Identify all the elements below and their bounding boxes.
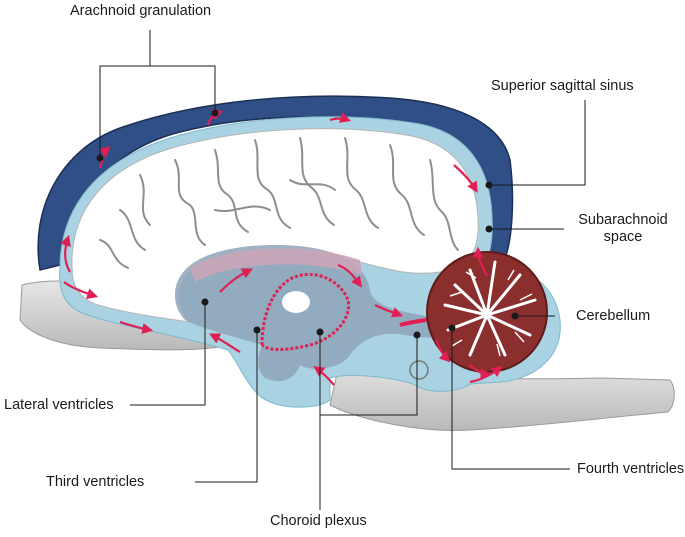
choroid-plexus-squiggle — [260, 272, 351, 351]
label-fourth-ventricles: Fourth ventricles — [577, 461, 685, 477]
label-subarachnoid-line2: space — [603, 229, 643, 245]
cerebrum — [71, 128, 479, 323]
leader-lines — [99, 30, 586, 510]
csf-flow-arrows — [60, 109, 503, 386]
label-subarachnoid-space: Subarachnoid space — [571, 212, 675, 246]
label-third-ventricles: Third ventricles — [46, 474, 145, 490]
pineal-outline — [409, 360, 429, 380]
label-choroid-plexus: Choroid plexus — [270, 513, 367, 529]
choroid-upper-band — [190, 248, 362, 282]
superior-sagittal-sinus-band — [37, 95, 514, 271]
interthalamic-adhesion — [282, 291, 310, 313]
label-lateral-ventricles: Lateral ventricles — [4, 397, 114, 413]
gyri-lines — [99, 137, 459, 269]
ventricle-system — [175, 245, 460, 382]
cerebellum-structure — [426, 251, 548, 373]
label-subarachnoid-line1: Subarachnoid — [578, 212, 668, 228]
label-cerebellum: Cerebellum — [576, 308, 651, 324]
label-superior-sagittal-sinus: Superior sagittal sinus — [491, 78, 634, 94]
leader-dots — [96, 109, 519, 339]
label-arachnoid-granulation: Arachnoid granulation — [70, 3, 212, 19]
